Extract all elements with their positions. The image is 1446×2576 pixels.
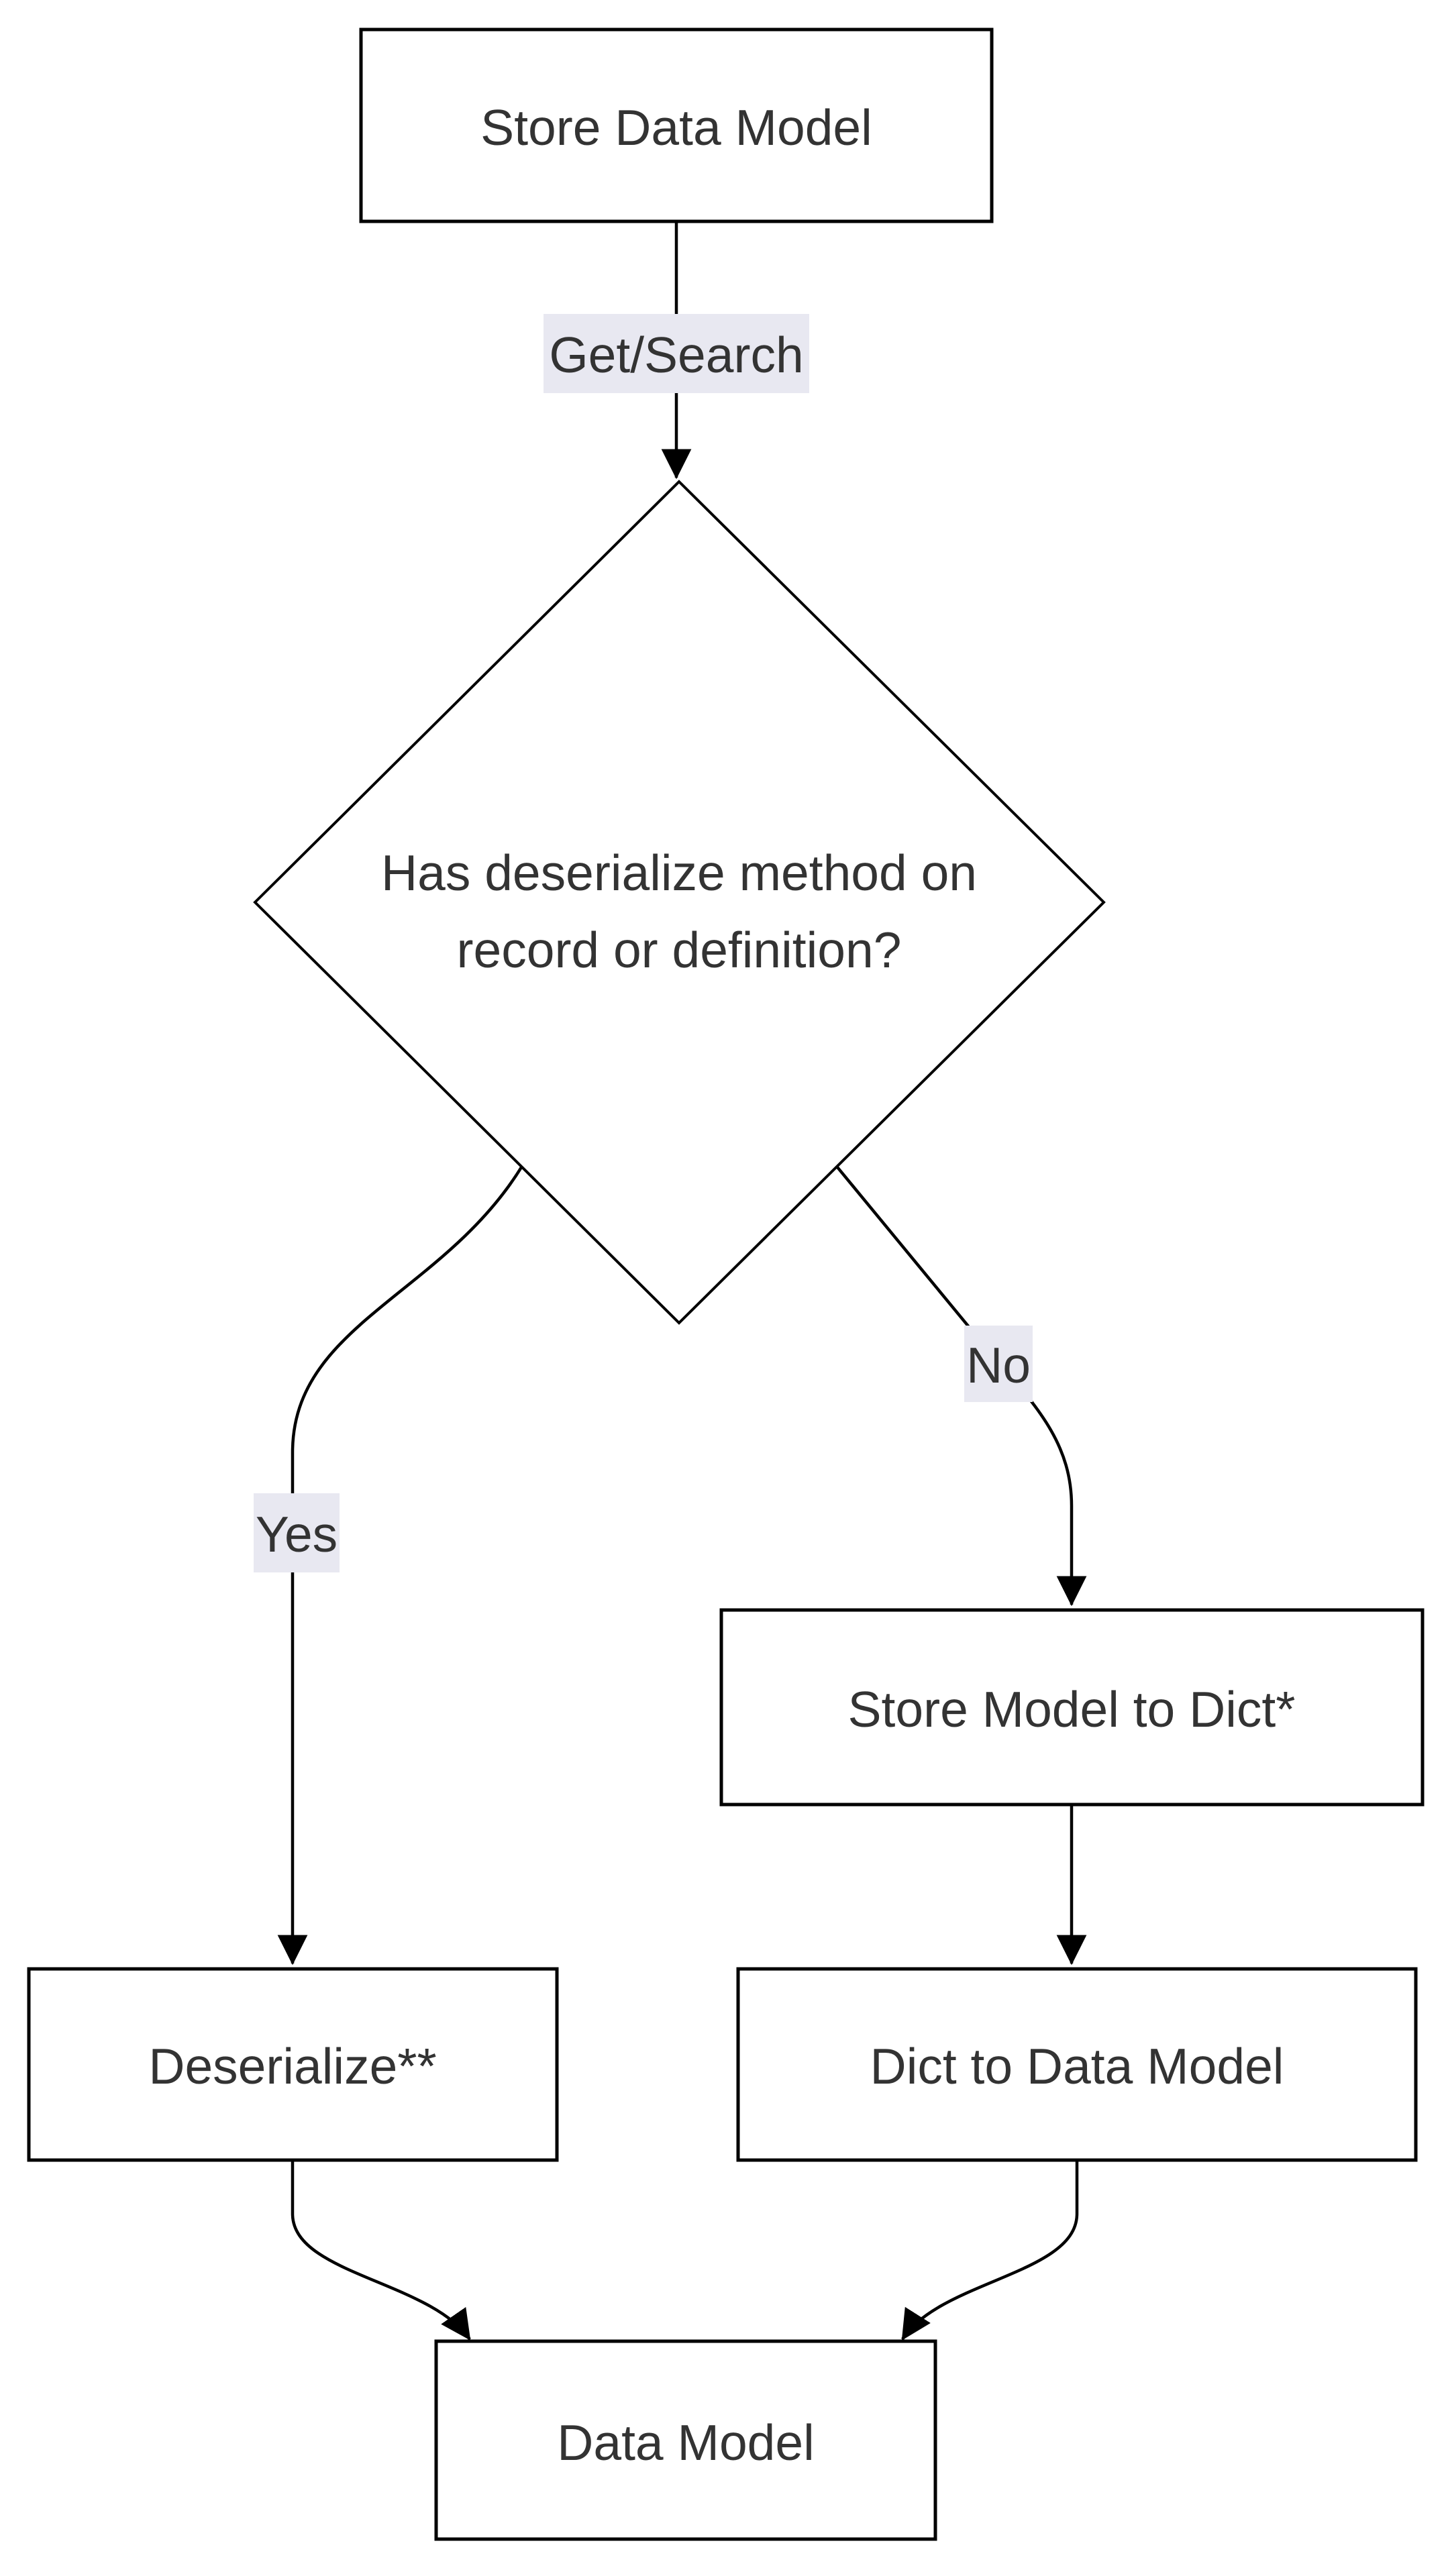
node-dict-to-data-model-box <box>736 1967 1418 2162</box>
edge-label-yes-bg <box>254 1493 340 1572</box>
node-store-model-to-dict-label: Store Model to Dict* <box>848 1681 1296 1737</box>
node-deserialize-box <box>27 1967 559 2162</box>
node-store-data-model-label: Store Data Model <box>480 99 872 156</box>
node-store-data-model: Store Data Model <box>359 28 994 223</box>
edge-label-get-search: Get/Search <box>544 314 809 393</box>
edge-label-get-search-text: Get/Search <box>549 327 803 383</box>
decision-node-has-deserialize: Has deserialize method on record or defi… <box>253 480 1106 1325</box>
edge-deserialize-to-data-model-connector <box>291 2160 471 2341</box>
decision-label-line1: Has deserialize method on <box>381 845 977 901</box>
node-data-model: Data Model <box>434 2339 937 2541</box>
edge-no-connector <box>836 1166 1087 1607</box>
node-deserialize: Deserialize** <box>27 1967 559 2162</box>
node-store-data-model-box <box>359 28 994 223</box>
node-deserialize-label: Deserialize** <box>148 2038 436 2094</box>
node-data-model-label: Data Model <box>557 2414 815 2471</box>
node-dict-to-data-model: Dict to Data Model <box>736 1967 1418 2162</box>
edge-yes-connector <box>277 1166 523 1966</box>
edge-label-no-bg <box>964 1326 1033 1402</box>
edge-label-yes-text: Yes <box>256 1506 338 1562</box>
decision-label-line2: record or definition? <box>457 922 902 978</box>
node-store-model-to-dict-box <box>719 1608 1425 1807</box>
node-data-model-box <box>434 2339 937 2541</box>
edge-label-yes: Yes <box>254 1493 340 1572</box>
decision-diamond-shape <box>253 480 1106 1325</box>
node-dict-to-data-model-label: Dict to Data Model <box>870 2038 1284 2094</box>
edge-label-get-search-bg <box>544 314 809 393</box>
edge-label-no-text: No <box>966 1337 1031 1393</box>
edge-label-no: No <box>964 1326 1033 1402</box>
node-store-model-to-dict: Store Model to Dict* <box>719 1608 1425 1807</box>
edge-dict-to-data-model-to-data-model-connector <box>901 2160 1079 2341</box>
